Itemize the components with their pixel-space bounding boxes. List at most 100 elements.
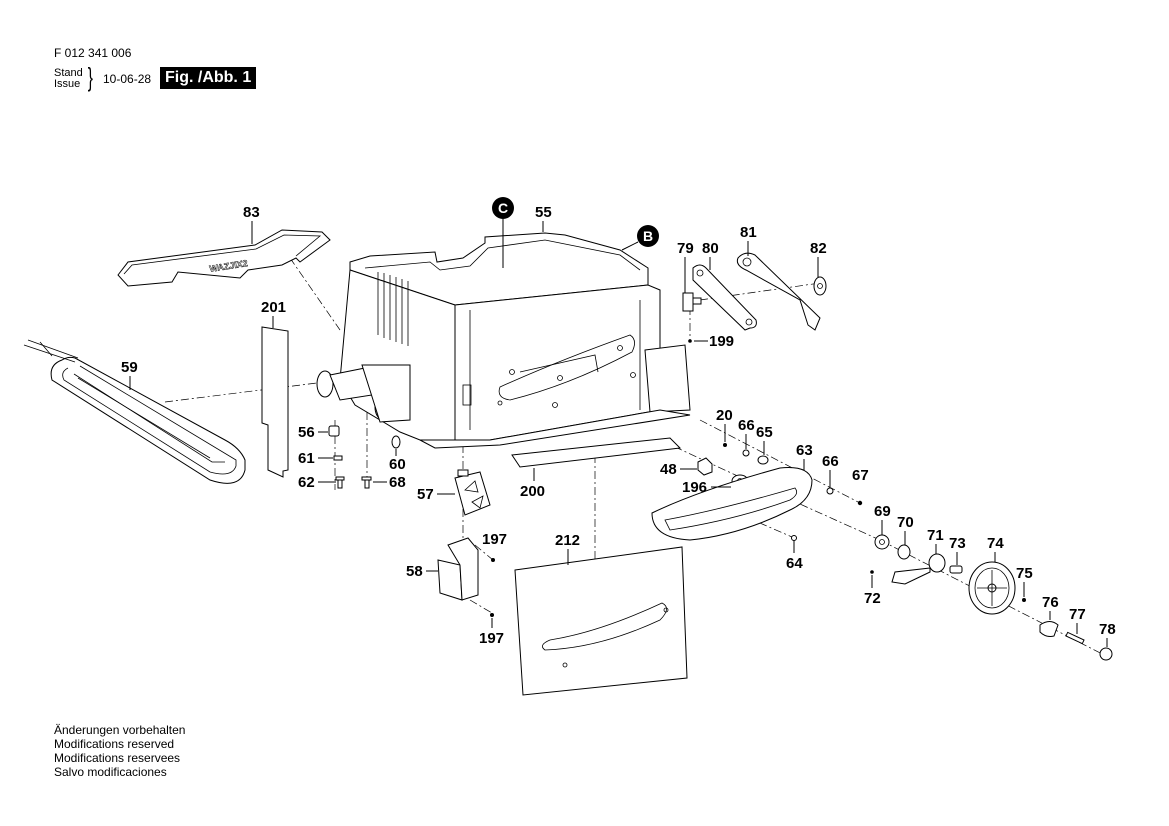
label-66-a: 66 [738,417,755,434]
label-58: 58 [406,563,423,580]
label-63: 63 [796,442,813,459]
part-201-label[interactable] [261,326,289,478]
part-58-switch-box[interactable] [437,537,479,601]
label-199: 199 [709,333,734,350]
part-77-shaft[interactable] [1065,631,1085,645]
part-75-screw[interactable] [1022,598,1026,602]
label-82: 82 [810,240,827,257]
label-62: 62 [298,474,315,491]
part-64-nut[interactable] [791,535,797,541]
issue-date: 10-06-28 [103,72,152,86]
part-56-nut[interactable] [328,425,340,437]
part-66-washer-b[interactable] [826,487,834,495]
label-212: 212 [555,532,580,549]
label-57: 57 [417,486,434,503]
label-69: 69 [874,503,891,520]
part-197-screw-a[interactable] [491,558,495,562]
stand-label: Stand [54,67,83,79]
part-60-ring[interactable] [391,435,401,449]
part-59-cord[interactable] [23,339,246,484]
part-73-spring[interactable] [949,565,963,574]
label-64: 64 [786,555,803,572]
part-66-washer-a[interactable] [742,449,750,457]
stand-issue-label: Stand Issue [54,68,83,90]
disclaimer-es: Salvo modificaciones [54,765,167,779]
part-200-strip[interactable] [511,437,682,468]
label-20: 20 [716,407,733,424]
part-67-screw[interactable] [857,500,863,506]
disclaimer-en: Modifications reserved [54,737,175,751]
label-72: 72 [864,590,881,607]
part-62-screw[interactable] [335,476,345,489]
part-78-cap[interactable] [1099,647,1113,661]
label-48: 48 [660,461,677,478]
part-69-washer[interactable] [874,534,890,550]
part-68-screw[interactable] [361,476,372,489]
label-59: 59 [121,359,138,376]
label-196: 196 [682,479,707,496]
vent-slots [377,272,409,346]
brace-glyph: } [87,62,93,92]
label-60: 60 [389,456,406,473]
label-67: 67 [852,467,869,484]
part-76-knob[interactable] [1039,621,1059,637]
part-80-plate[interactable] [692,264,757,331]
part-212-cover[interactable] [514,546,688,696]
part-72-pin[interactable] [870,570,874,574]
disclaimer-de: Änderungen vorbehalten [54,723,186,737]
label-77: 77 [1069,606,1086,623]
axis-line-48-196 [659,439,743,479]
label-55: 55 [535,204,552,221]
footer-disclaimer: Änderungen vorbehalten Modifications res… [54,723,185,779]
axis-line-20-67 [699,419,861,504]
label-74: 74 [987,535,1004,552]
part-70-nut[interactable] [897,544,911,560]
part-82-nut[interactable] [813,276,827,296]
part-57-switch[interactable] [454,469,491,516]
part-199-pin[interactable] [688,339,692,343]
axis-line-196-69 [741,477,881,541]
part-65-bushing[interactable] [757,455,769,465]
label-81: 81 [740,224,757,241]
part-61-screw[interactable] [333,455,343,461]
label-197-b: 197 [479,630,504,647]
label-75: 75 [1016,565,1033,582]
part-79-bracket[interactable] [682,292,702,312]
label-200: 200 [520,483,545,500]
axis-line-wrench [289,257,341,331]
document-number: F 012 341 006 [54,46,132,60]
part-labels: 83 55 79 80 81 82 199 201 59 56 61 62 60… [121,204,1116,647]
disclaimer-fr: Modifications reservees [54,751,181,765]
label-70: 70 [897,514,914,531]
axis-line-197a [474,544,494,561]
label-76: 76 [1042,594,1059,611]
part-197-screw-b[interactable] [490,613,494,617]
label-83: 83 [243,204,260,221]
callout-b-label: B [643,228,653,244]
part-55-housing[interactable] [316,232,691,449]
part-74-handwheel[interactable] [968,561,1016,615]
label-197-a: 197 [482,531,507,548]
part-81-wrench[interactable] [736,252,821,331]
label-201: 201 [261,299,286,316]
label-66-b: 66 [822,453,839,470]
label-65: 65 [756,424,773,441]
label-73: 73 [949,535,966,552]
axis-line-197b [469,599,493,614]
figure-label: Fig. /Abb. 1 [160,67,257,89]
label-68: 68 [389,474,406,491]
part-48-nut[interactable] [697,457,713,476]
callout-b: B [621,225,659,251]
part-20-screw[interactable] [723,443,727,447]
label-79: 79 [677,240,694,257]
part-63-arc-plate[interactable] [651,467,813,541]
label-80: 80 [702,240,719,257]
label-61: 61 [298,450,315,467]
part-83-wrench[interactable]: WAZJIX2 [117,229,331,287]
callout-c: C [492,197,514,268]
label-56: 56 [298,424,315,441]
part-71-lever[interactable] [891,553,946,585]
label-71: 71 [927,527,944,544]
issue-label: Issue [54,78,81,90]
